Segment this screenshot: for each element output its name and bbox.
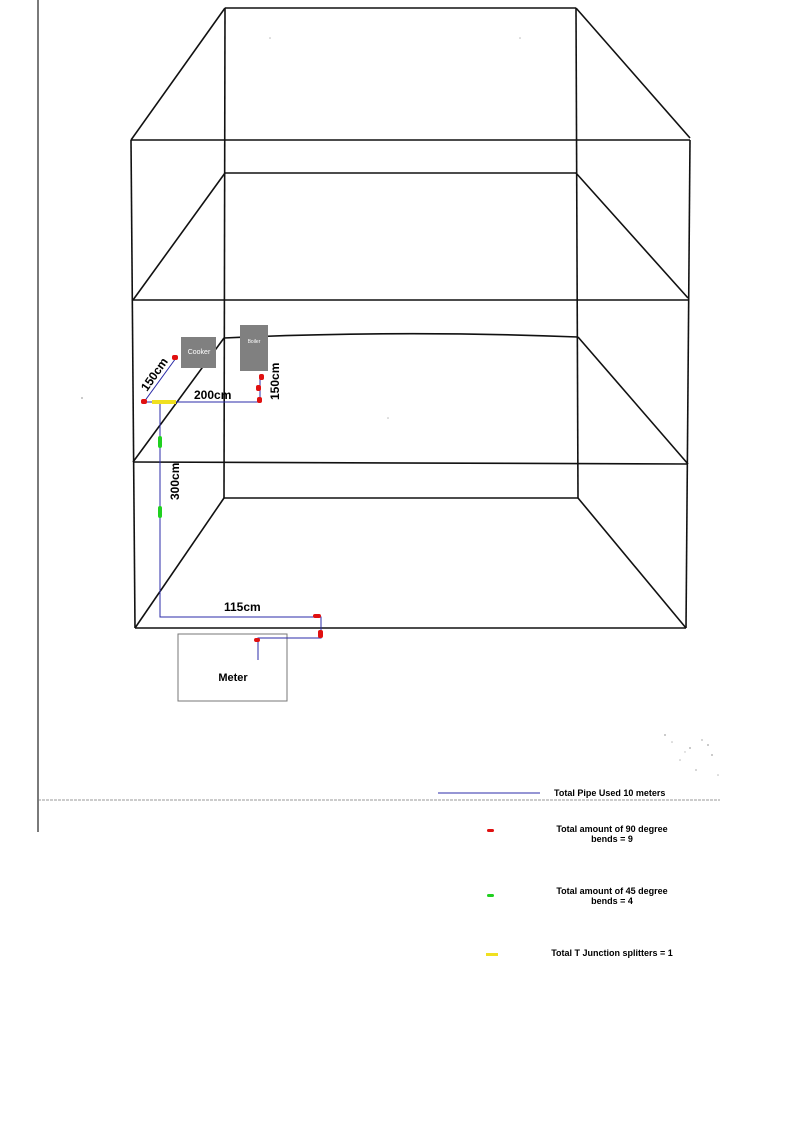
legend-bend45-line1: Total amount of 45 degree <box>556 886 667 896</box>
back-wall-right <box>575 7 579 499</box>
back-wall-left <box>223 7 226 499</box>
bend-45-markers <box>158 436 162 518</box>
legend-tjunction-text: Total T Junction splitters = 1 <box>551 948 673 958</box>
cooker-box <box>181 337 216 368</box>
front-wall-left <box>130 139 136 629</box>
dim-boiler-riser: 150cm <box>268 363 282 400</box>
meter-pipe <box>159 402 322 660</box>
bend-90-marker <box>254 638 260 642</box>
bend-90-marker <box>259 374 264 380</box>
bend-90-marker <box>256 385 261 391</box>
page-edges <box>37 0 720 832</box>
dim-ground-run: 115cm <box>224 600 261 614</box>
bend-90-marker <box>257 397 262 403</box>
legend-pipe-text: Total Pipe Used 10 meters <box>554 788 665 798</box>
legend-bend45-swatch <box>487 894 494 897</box>
t-junction-marker <box>152 400 176 404</box>
scan-noise <box>81 37 719 776</box>
boiler-label: Boiler <box>248 339 261 345</box>
legend-tjunction-swatch <box>486 953 498 956</box>
bend-90-marker <box>318 630 323 638</box>
building-frame <box>130 7 691 629</box>
bend-90-markers <box>141 355 323 642</box>
legend-bend90-swatch <box>487 829 494 832</box>
dim-main-riser: 300cm <box>168 463 182 500</box>
bend-45-marker <box>158 436 162 448</box>
legend-bend90-line1: Total amount of 90 degree <box>556 824 667 834</box>
bend-90-marker <box>172 355 178 360</box>
bend-90-marker <box>141 399 147 404</box>
bend-45-marker <box>158 506 162 518</box>
legend: Total Pipe Used 10 meters Total amount o… <box>438 788 673 958</box>
legend-bend45-line2: bends = 4 <box>591 896 633 906</box>
front-wall-right <box>685 139 691 629</box>
meter-label: Meter <box>218 672 248 684</box>
meter-box <box>177 633 288 702</box>
legend-bend90-line2: bends = 9 <box>591 834 633 844</box>
dim-horizontal-run: 200cm <box>194 388 231 402</box>
bend-90-marker <box>313 614 321 618</box>
cooker-label: Cooker <box>188 349 211 356</box>
boiler-box <box>240 325 268 371</box>
